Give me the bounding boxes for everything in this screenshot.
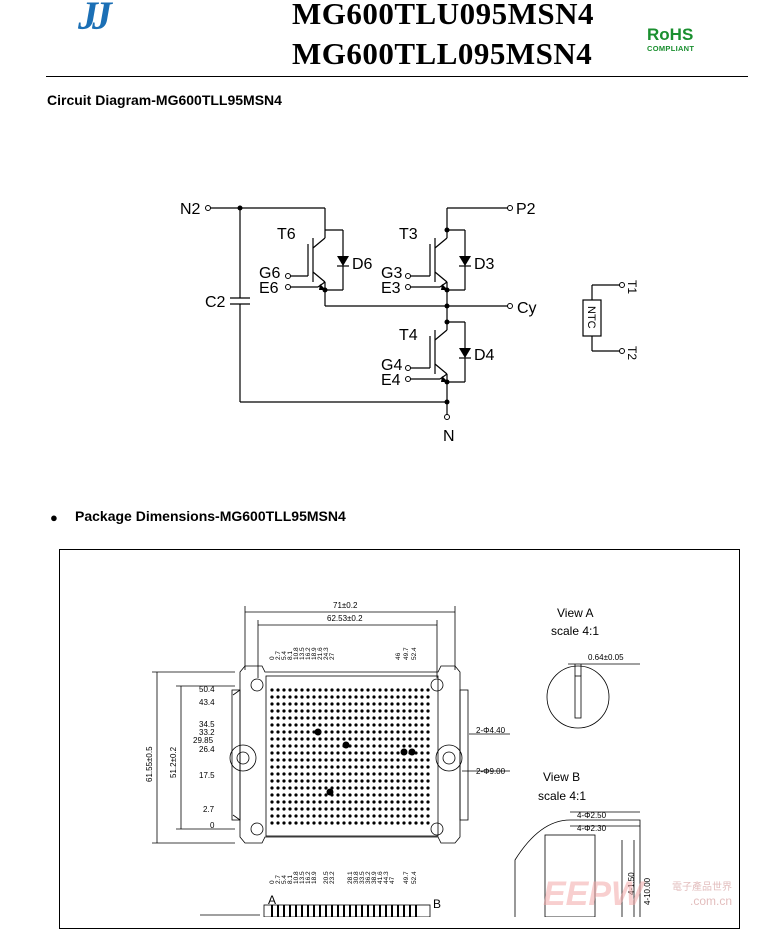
svg-text:0: 0 bbox=[269, 656, 276, 660]
svg-text:52.4: 52.4 bbox=[411, 647, 418, 660]
svg-text:2.7: 2.7 bbox=[275, 875, 282, 884]
view-b-dim1: 4-Φ2.50 bbox=[577, 811, 607, 820]
label-ntc: NTC bbox=[585, 306, 597, 329]
view-b-dim4: 4-10.00 bbox=[643, 877, 652, 905]
left-mark: 2.7 bbox=[203, 805, 215, 814]
label-g4: G4 bbox=[381, 357, 402, 374]
svg-text:23.2: 23.2 bbox=[329, 871, 336, 884]
dim-hole-pitch: 62.53±0.2 bbox=[327, 614, 363, 623]
label-t4: T4 bbox=[399, 327, 418, 344]
label-d6: D6 bbox=[352, 256, 373, 273]
svg-text:20.5: 20.5 bbox=[323, 871, 330, 884]
svg-text:5.4: 5.4 bbox=[281, 651, 288, 660]
view-b-dim2: 4-Φ2.30 bbox=[577, 824, 607, 833]
label-t6: T6 bbox=[277, 226, 296, 243]
label-p2: P2 bbox=[516, 201, 536, 218]
svg-text:18.9: 18.9 bbox=[311, 647, 318, 660]
label-t3: T3 bbox=[399, 226, 418, 243]
watermark: EEPW 電子產品世界 .com.cn bbox=[543, 875, 732, 913]
label-c2: C2 bbox=[205, 294, 226, 311]
view-a-dim: 0.64±0.05 bbox=[588, 653, 624, 662]
circuit-diagram: N2 P2 T6 D6 G6 E6 T3 D3 G3 E3 C2 Cy T4 D… bbox=[180, 201, 639, 445]
svg-text:44.3: 44.3 bbox=[383, 871, 390, 884]
label-cy: Cy bbox=[517, 300, 537, 317]
dim-overall-height: 61.55±0.5 bbox=[145, 746, 154, 782]
rohs-badge: RoHS COMPLIANT bbox=[647, 25, 695, 54]
left-mark: 33.2 bbox=[199, 728, 215, 737]
label-t1: T1 bbox=[625, 280, 639, 294]
label-d4: D4 bbox=[474, 347, 495, 364]
svg-text:49.7: 49.7 bbox=[403, 647, 410, 660]
rohs-sub: COMPLIANT bbox=[647, 44, 695, 53]
dim-hole-small: 2-Φ4.40 bbox=[476, 726, 506, 735]
dim-hole-large: 2-Φ9.00 bbox=[476, 767, 506, 776]
svg-text:0: 0 bbox=[269, 880, 276, 884]
watermark-line2: .com.cn bbox=[690, 894, 732, 908]
left-mark: 0 bbox=[210, 821, 215, 830]
label-n2: N2 bbox=[180, 201, 201, 218]
svg-text:8.1: 8.1 bbox=[287, 875, 294, 884]
svg-text:49.7: 49.7 bbox=[403, 871, 410, 884]
label-g6: G6 bbox=[259, 265, 280, 282]
label-n: N bbox=[443, 428, 455, 445]
header-divider bbox=[46, 76, 748, 77]
svg-text:21.6: 21.6 bbox=[317, 647, 324, 660]
watermark-logo: EEPW bbox=[543, 875, 646, 913]
circuit-title: Circuit Diagram-MG600TLL95MSN4 bbox=[47, 92, 282, 108]
left-mark: 26.4 bbox=[199, 745, 215, 754]
svg-text:36.2: 36.2 bbox=[365, 871, 372, 884]
package-title: Package Dimensions-MG600TLL95MSN4 bbox=[75, 508, 346, 524]
svg-text:16.2: 16.2 bbox=[305, 871, 312, 884]
company-logo: JJ bbox=[78, 0, 112, 38]
view-b-title: View B bbox=[543, 770, 580, 784]
label-d3: D3 bbox=[474, 256, 495, 273]
svg-text:5.4: 5.4 bbox=[281, 875, 288, 884]
model-number-2: MG600TLL095MSN4 bbox=[292, 36, 593, 71]
bullet-icon: ● bbox=[50, 510, 58, 525]
left-mark: 17.5 bbox=[199, 771, 215, 780]
label-e4: E4 bbox=[381, 372, 401, 389]
svg-text:16.2: 16.2 bbox=[305, 647, 312, 660]
marker-a: A bbox=[268, 893, 276, 907]
svg-text:13.5: 13.5 bbox=[299, 871, 306, 884]
svg-text:33.5: 33.5 bbox=[359, 871, 366, 884]
bottom-marks: 0 2.7 5.4 8.1 10.8 13.5 16.2 18.9 20.5 2… bbox=[269, 871, 418, 884]
pin-grid bbox=[270, 688, 430, 917]
rohs-main: RoHS bbox=[647, 25, 694, 44]
view-a-title: View A bbox=[557, 606, 593, 620]
label-g3: G3 bbox=[381, 265, 402, 282]
label-e3: E3 bbox=[381, 280, 401, 297]
svg-text:46: 46 bbox=[395, 652, 402, 660]
left-mark: 34.5 bbox=[199, 720, 215, 729]
label-t2: T2 bbox=[625, 346, 639, 360]
label-e6: E6 bbox=[259, 280, 279, 297]
svg-text:41.6: 41.6 bbox=[377, 871, 384, 884]
svg-text:30.8: 30.8 bbox=[353, 871, 360, 884]
watermark-line1: 電子產品世界 bbox=[672, 880, 732, 893]
view-b-scale: scale 4:1 bbox=[538, 789, 586, 803]
svg-text:27: 27 bbox=[329, 652, 336, 660]
left-mark: 50.4 bbox=[199, 685, 215, 694]
svg-text:13.5: 13.5 bbox=[299, 647, 306, 660]
top-marks: 0 2.7 5.4 8.1 10.8 13.5 16.2 18.9 21.6 2… bbox=[269, 647, 418, 660]
svg-text:47: 47 bbox=[389, 876, 396, 884]
package-drawing: 71±0.2 62.53±0.2 61.55±0.5 51.2±0.2 2-Φ4… bbox=[145, 601, 732, 917]
marker-b: B bbox=[433, 897, 441, 911]
svg-text:38.9: 38.9 bbox=[371, 871, 378, 884]
view-a-scale: scale 4:1 bbox=[551, 624, 599, 638]
model-number-1: MG600TLU095MSN4 bbox=[292, 0, 594, 31]
dim-inner-height: 51.2±0.2 bbox=[169, 746, 178, 778]
svg-text:10.8: 10.8 bbox=[293, 871, 300, 884]
svg-text:2.7: 2.7 bbox=[275, 651, 282, 660]
svg-text:10.8: 10.8 bbox=[293, 647, 300, 660]
svg-text:52.4: 52.4 bbox=[411, 871, 418, 884]
left-mark: 29.85 bbox=[193, 736, 214, 745]
view-b-dim3: 4-1.50 bbox=[627, 872, 636, 895]
svg-text:24.3: 24.3 bbox=[323, 647, 330, 660]
svg-text:8.1: 8.1 bbox=[287, 651, 294, 660]
dim-overall-width: 71±0.2 bbox=[333, 601, 358, 610]
svg-text:18.9: 18.9 bbox=[311, 871, 318, 884]
svg-text:28.1: 28.1 bbox=[347, 871, 354, 884]
left-mark: 43.4 bbox=[199, 698, 215, 707]
